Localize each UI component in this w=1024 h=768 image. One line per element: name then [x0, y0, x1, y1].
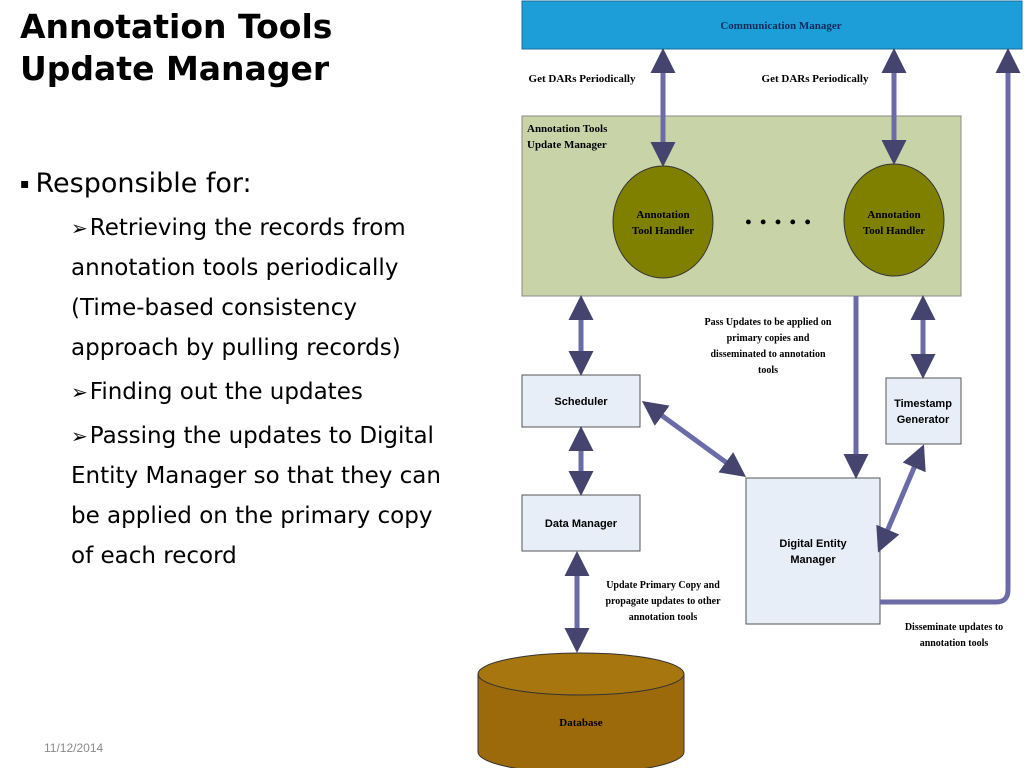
svg-text:tools: tools [758, 365, 778, 376]
disseminate-label: Disseminate updates to annotation tools [905, 622, 1003, 649]
svg-text:Annotation: Annotation [867, 209, 920, 221]
svg-text:Update Primary Copy and: Update Primary Copy and [606, 580, 720, 591]
digital-entity-manager-box: Digital Entity Manager [745, 477, 881, 625]
diagram-arrows [564, 48, 1021, 653]
svg-text:primary copies and: primary copies and [727, 333, 810, 344]
sub-bullet-text: Passing the updates to Digital Entity Ma… [71, 423, 441, 569]
svg-text:Manager: Manager [790, 554, 836, 566]
svg-text:disseminated to annotation: disseminated to annotation [710, 349, 825, 360]
sub-bullet-text: Retrieving the records from annotation t… [71, 215, 406, 361]
svg-text:Tool Handler: Tool Handler [632, 225, 694, 237]
update-primary-label: Update Primary Copy and propagate update… [605, 580, 721, 623]
svg-text:Generator: Generator [897, 414, 950, 426]
svg-text:Scheduler: Scheduler [554, 396, 608, 408]
square-bullet-icon: ▪ [20, 176, 30, 192]
sub-bullet-text: Finding out the updates [89, 379, 363, 405]
atum-label-line2: Update Manager [527, 139, 607, 151]
svg-text:Digital Entity: Digital Entity [779, 538, 847, 550]
slide-title-line1: Annotation Tools [20, 7, 333, 46]
atum-label-line1: Annotation Tools [527, 123, 608, 135]
svg-text:propagate updates to other: propagate updates to other [605, 596, 721, 607]
svg-text:annotation tools: annotation tools [629, 612, 698, 623]
arrow-dem-comm [880, 48, 1021, 605]
bullet-heading: ▪ Responsible for: [20, 166, 460, 202]
slide-date: 11/12/2014 [44, 741, 104, 755]
arrow-scheduler-dem [641, 401, 747, 477]
database-cylinder: Database [477, 652, 685, 768]
bullet-heading-text: Responsible for: [35, 168, 252, 199]
slide-title: Annotation Tools Update Manager [20, 6, 480, 90]
communication-manager-box: Communication Manager [521, 0, 1023, 50]
communication-manager-label: Communication Manager [720, 20, 841, 32]
svg-text:Tool Handler: Tool Handler [863, 225, 925, 237]
data-manager-box: Data Manager [521, 494, 641, 552]
get-dars-right-label: Get DARs Periodically [762, 73, 869, 85]
arrow-bullet-icon: ➢ [71, 216, 88, 240]
get-dars-left-label: Get DARs Periodically [529, 73, 636, 85]
annotation-tool-handler-left: Annotation Tool Handler [612, 165, 714, 279]
handler-ellipsis: • • • • • [745, 212, 813, 232]
svg-text:annotation tools: annotation tools [920, 638, 989, 649]
svg-text:Data Manager: Data Manager [545, 518, 618, 530]
svg-text:Annotation: Annotation [636, 209, 689, 221]
bullet-content: ▪Responsible for: ➢Retrieving the record… [20, 166, 460, 580]
svg-text:Disseminate updates to: Disseminate updates to [905, 622, 1003, 633]
sub-bullet-1: ➢Retrieving the records from annotation … [71, 208, 461, 368]
svg-text:Pass Updates to be applied on: Pass Updates to be applied on [705, 317, 832, 328]
arrow-timestamp-dem [876, 444, 926, 553]
pass-updates-label: Pass Updates to be applied on primary co… [705, 317, 832, 376]
annotation-tool-handler-right: Annotation Tool Handler [843, 163, 945, 277]
slide-title-line2: Update Manager [20, 49, 330, 88]
arrow-bullet-icon: ➢ [71, 380, 88, 404]
scheduler-box: Scheduler [521, 374, 641, 428]
timestamp-generator-box: Timestamp Generator [885, 377, 962, 445]
arrow-bullet-icon: ➢ [71, 424, 88, 448]
svg-text:Database: Database [559, 717, 603, 729]
sub-bullet-2: ➢Finding out the updates [71, 372, 461, 412]
sub-bullet-3: ➢Passing the updates to Digital Entity M… [71, 416, 461, 576]
svg-text:Timestamp: Timestamp [894, 398, 952, 410]
